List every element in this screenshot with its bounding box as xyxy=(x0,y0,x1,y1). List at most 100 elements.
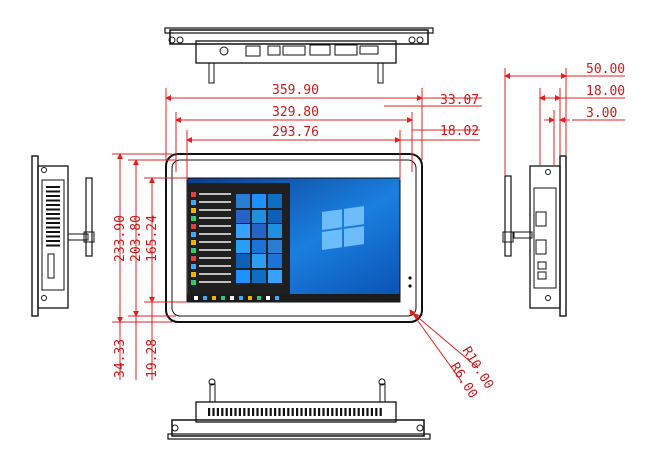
antenna-icon xyxy=(502,175,514,257)
start-tile xyxy=(268,270,282,283)
start-tile xyxy=(236,194,250,208)
vent-slot xyxy=(331,408,334,416)
start-tile xyxy=(252,194,266,208)
taskbar-icon xyxy=(266,296,270,300)
start-tile xyxy=(236,224,250,238)
vent-slot xyxy=(225,408,228,416)
vent-slot xyxy=(46,217,60,220)
taskbar xyxy=(187,294,400,302)
vent-slot xyxy=(362,408,365,416)
vent-slot xyxy=(300,408,303,416)
taskbar-icon xyxy=(275,296,279,300)
app-label xyxy=(199,273,231,275)
vent-slot xyxy=(274,408,277,416)
vent-slot xyxy=(313,408,316,416)
vent-slot xyxy=(379,408,382,416)
dim-depth-body: 18.00 xyxy=(586,84,625,99)
vent-slot xyxy=(46,199,60,202)
power-button-icon xyxy=(408,276,412,288)
app-label xyxy=(199,281,231,283)
vent-slot xyxy=(335,408,338,416)
dim-right-margin-inner: 18.02 xyxy=(440,124,479,139)
vent-slot xyxy=(208,408,211,416)
front-view xyxy=(165,153,423,323)
width-dimensions xyxy=(165,88,482,180)
start-tile xyxy=(236,270,250,283)
vent-slot xyxy=(46,226,60,229)
vent-slot xyxy=(216,408,219,416)
app-icon xyxy=(191,264,196,269)
app-label xyxy=(199,193,231,195)
app-label xyxy=(199,225,231,227)
right-side-view xyxy=(502,155,567,317)
dim-outer-height: 233.90 xyxy=(113,215,128,262)
start-tile xyxy=(268,240,282,253)
vent-slot xyxy=(322,408,325,416)
start-tile xyxy=(268,194,282,208)
vent-slot xyxy=(46,195,60,197)
vent-slot xyxy=(221,408,224,416)
dim-inner-height: 203.80 xyxy=(129,215,144,262)
taskbar-icon xyxy=(257,296,261,300)
vent-slot xyxy=(282,408,285,416)
dim-depth-total: 50.00 xyxy=(586,62,625,77)
vent-slot xyxy=(247,408,250,416)
app-icon xyxy=(191,248,196,253)
dim-screen-width: 293.76 xyxy=(272,125,319,140)
app-label xyxy=(199,217,231,219)
vent-slot xyxy=(46,235,60,238)
start-tile xyxy=(268,254,282,268)
usb-port-icon xyxy=(537,261,547,280)
vent-slot xyxy=(318,408,321,416)
taskbar-icon xyxy=(203,296,207,300)
vent-slot xyxy=(265,408,268,416)
serial-port-icon xyxy=(535,211,547,255)
vent-slot xyxy=(46,190,60,193)
app-icon xyxy=(191,208,196,213)
start-tile xyxy=(236,210,250,223)
dim-bottom-margin-inner: 19.28 xyxy=(145,339,160,378)
vent-slot xyxy=(46,244,60,247)
vent-slot xyxy=(256,408,259,416)
vent-slot xyxy=(46,240,60,242)
vent-slot xyxy=(269,408,272,416)
app-icon xyxy=(191,216,196,221)
side-vents xyxy=(46,186,60,247)
taskbar-icon xyxy=(212,296,216,300)
start-tile xyxy=(236,240,250,253)
dim-right-margin-top: 33.07 xyxy=(440,93,479,108)
left-side-view xyxy=(31,155,95,317)
dim-bottom-margin-outer: 34.33 xyxy=(113,339,128,378)
app-icon xyxy=(191,240,196,245)
vent-slot xyxy=(344,408,347,416)
vent-slot xyxy=(309,408,312,416)
vent-slot xyxy=(357,408,360,416)
app-label xyxy=(199,209,231,211)
start-menu-tiles xyxy=(236,194,282,283)
app-icon xyxy=(191,272,196,277)
vent-slot xyxy=(340,408,343,416)
vent-slot xyxy=(375,408,378,416)
vent-slot xyxy=(46,222,60,224)
vent-slot xyxy=(238,408,241,416)
vent-slot xyxy=(46,231,60,233)
app-icon xyxy=(191,192,196,197)
app-label xyxy=(199,257,231,259)
vent-slot xyxy=(243,408,246,416)
vent-slots xyxy=(208,408,382,416)
vent-slot xyxy=(46,186,60,188)
taskbar-icon xyxy=(239,296,243,300)
app-icon xyxy=(191,232,196,237)
taskbar-icons xyxy=(194,296,279,300)
vent-slot xyxy=(291,408,294,416)
taskbar-icon xyxy=(194,296,198,300)
bottom-view xyxy=(167,378,431,440)
dim-depth-bezel: 3.00 xyxy=(586,106,617,121)
taskbar-icon xyxy=(221,296,225,300)
app-icon xyxy=(191,200,196,205)
top-view xyxy=(164,27,434,84)
vent-slot xyxy=(370,408,373,416)
vent-slot xyxy=(348,408,351,416)
vent-slot xyxy=(234,408,237,416)
